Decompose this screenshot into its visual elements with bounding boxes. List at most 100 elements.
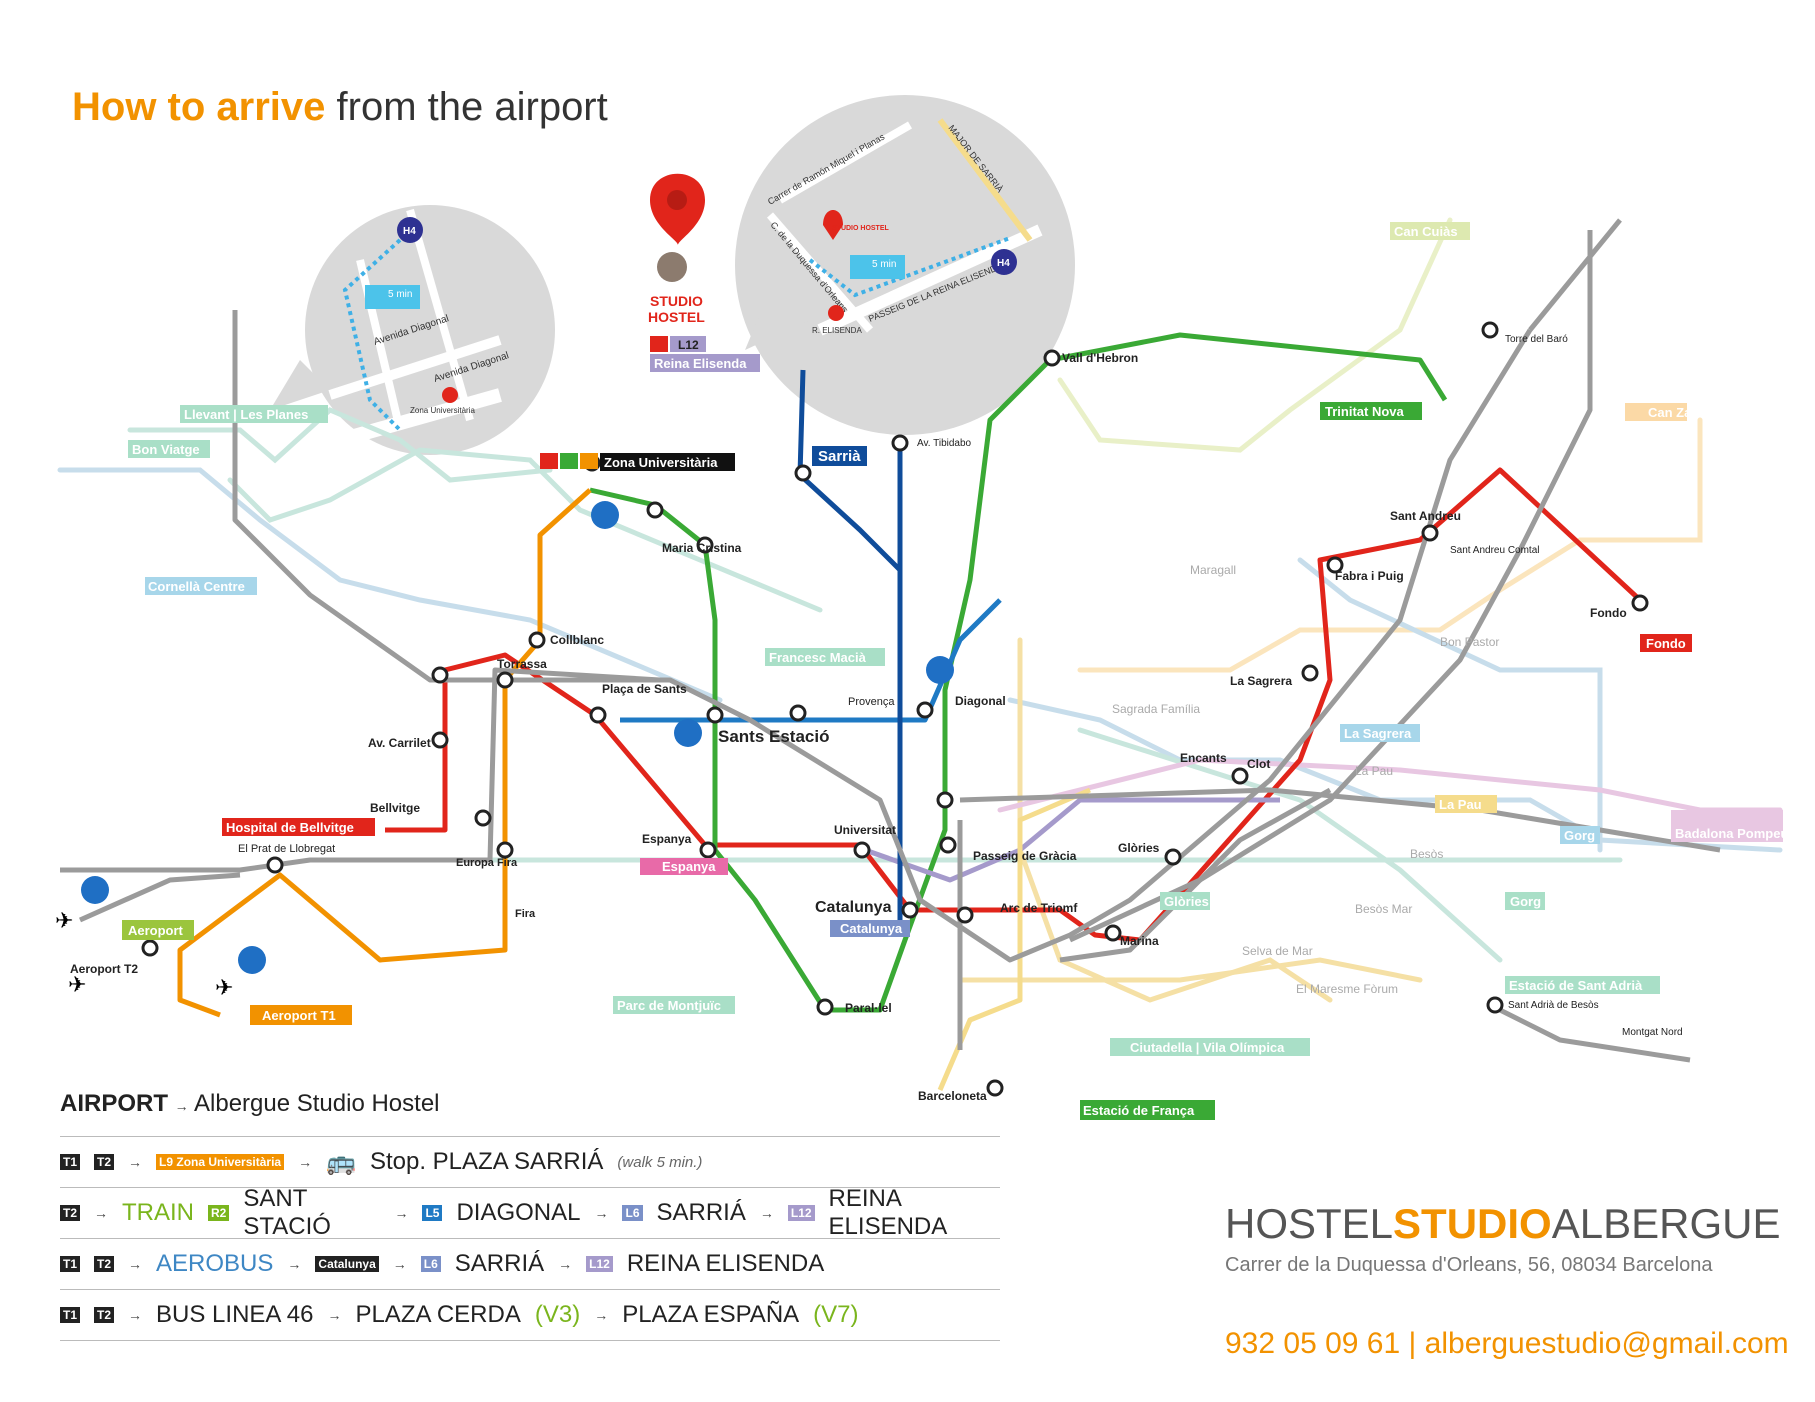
- route-step: BUS LINEA 46: [156, 1301, 314, 1328]
- terminal-badge: T2: [94, 1256, 115, 1272]
- route-row: T1 T2 → L9 Zona Universitària → 🚌 Stop. …: [60, 1136, 1000, 1187]
- label-maria-cristina: Maria Cristina: [662, 541, 742, 555]
- station-node[interactable]: [646, 501, 664, 519]
- station-node[interactable]: [936, 791, 954, 809]
- arrow-icon: →: [759, 1205, 774, 1221]
- label-fabra: Fabra i Puig: [1335, 569, 1404, 583]
- label-selva-mar: Selva de Mar: [1242, 944, 1313, 958]
- label-sant-andreu: Sant Andreu: [1390, 509, 1461, 523]
- station-node[interactable]: [1486, 996, 1504, 1014]
- station-node[interactable]: [431, 666, 449, 684]
- station-node[interactable]: [696, 536, 714, 554]
- station-node[interactable]: [474, 809, 492, 827]
- email[interactable]: alberguestudio@gmail.com: [1424, 1327, 1789, 1360]
- station-node[interactable]: [891, 434, 909, 452]
- label-glories-t: Glòries: [1164, 894, 1209, 909]
- station-node[interactable]: [1481, 321, 1499, 339]
- line-badge: L6: [420, 1256, 441, 1272]
- label-sants: Sants Estació: [718, 727, 830, 746]
- label-arc: Arc de Triomf: [1000, 901, 1078, 915]
- title-highlight: How to arrive: [72, 85, 326, 129]
- metro-icon: [828, 305, 844, 321]
- bus-icon: 🚌: [326, 1148, 356, 1176]
- label-bon-viatge: Bon Viatge: [132, 442, 200, 457]
- inset-left-bus: H4: [403, 226, 416, 237]
- label-la-sagrera: La Sagrera: [1230, 674, 1292, 688]
- station-node[interactable]: [589, 706, 607, 724]
- label-can-zam: Can Zam: [1648, 405, 1703, 420]
- label-ciutadella: Ciutadella | Vila Olímpica: [1130, 1040, 1285, 1055]
- station-node[interactable]: [789, 704, 807, 722]
- label-badalona: Badalona Pompeu Fabra: [1675, 826, 1815, 841]
- route-row: T2 → TRAIN R2 SANT STACIÓ → L5 DIAGONAL …: [60, 1185, 1000, 1240]
- station-node[interactable]: [853, 841, 871, 859]
- station-node[interactable]: [916, 701, 934, 719]
- terminal-badge: T1: [60, 1307, 81, 1323]
- station-node[interactable]: [141, 939, 159, 957]
- contact-block: HOSTELSTUDIOALBERGUE Carrer de la Duques…: [1225, 1200, 1789, 1361]
- station-node[interactable]: [956, 906, 974, 924]
- station-node[interactable]: [939, 836, 957, 854]
- line-badge: L12: [586, 1256, 613, 1272]
- label-torrassa: Torrassa: [497, 657, 547, 671]
- route-step: (V7): [813, 1301, 859, 1328]
- route-step: SANT STACIÓ: [243, 1185, 331, 1240]
- label-encants: Encants: [1180, 751, 1227, 765]
- airplane-icon: ✈: [68, 972, 86, 997]
- arrow-icon: →: [392, 1256, 407, 1272]
- hostel-pin-line1: STUDIO: [650, 293, 703, 309]
- station-node[interactable]: [1631, 594, 1649, 612]
- station-node[interactable]: [986, 1079, 1004, 1097]
- label-marina: Marina: [1120, 934, 1159, 948]
- label-sant-adria: Sant Adrià de Besòs: [1508, 1000, 1599, 1011]
- route-row: T1 T2 → AEROBUS → Catalunya → L6 SARRIÁ …: [60, 1238, 1000, 1289]
- label-espanya: Espanya: [642, 832, 692, 846]
- station-node[interactable]: [1421, 524, 1439, 542]
- terminal-badge: T2: [94, 1307, 115, 1323]
- station-node[interactable]: [1326, 556, 1344, 574]
- station-node[interactable]: [1301, 664, 1319, 682]
- inset-right-map: Carrer de Ramón Miquel i Planas C. de la…: [735, 95, 1075, 435]
- label-glories: Glòries: [1118, 841, 1160, 855]
- label-gorg: Gorg: [1510, 894, 1541, 909]
- label-estacio-franca: Estació de França: [1083, 1103, 1195, 1118]
- station-node[interactable]: [528, 631, 546, 649]
- station-node[interactable]: [1043, 349, 1061, 367]
- brand-post: ALBERGUE: [1551, 1200, 1781, 1247]
- station-node[interactable]: [266, 856, 284, 874]
- station-node[interactable]: [496, 671, 514, 689]
- label-parc-montjuic: Parc de Montjuïc: [617, 998, 721, 1013]
- pushpin-icon: [238, 946, 266, 974]
- brand-pre: HOSTEL: [1225, 1200, 1394, 1247]
- label-maresme: El Maresme Fòrum: [1296, 982, 1398, 996]
- station-node[interactable]: [1164, 848, 1182, 866]
- station-node[interactable]: [901, 901, 919, 919]
- station-node[interactable]: [816, 998, 834, 1016]
- arrow-icon: →: [128, 1256, 143, 1272]
- hostel-pin-line2: HOSTEL: [648, 309, 705, 325]
- route-step: REINA ELISENDA: [626, 1250, 825, 1277]
- label-europa: Europa Fira: [456, 857, 518, 869]
- route-step: TRAIN: [122, 1199, 195, 1226]
- label-cornella: Cornellà Centre: [148, 579, 245, 594]
- bed-icon: [657, 252, 687, 282]
- phone[interactable]: 932 05 09 61: [1225, 1327, 1401, 1360]
- routes-heading-rest: Albergue Studio Hostel: [194, 1090, 440, 1117]
- inset-right-station: R. ELISENDA: [812, 326, 862, 335]
- route-step: Stop. PLAZA SARRIÁ: [369, 1148, 604, 1175]
- station-node[interactable]: [794, 464, 812, 482]
- inset-left-station: Zona Universitària: [410, 406, 475, 415]
- station-node[interactable]: [699, 841, 717, 859]
- label-la-sagrera-l10: La Sagrera: [1344, 726, 1412, 741]
- route-step: AEROBUS: [156, 1250, 274, 1277]
- station-node[interactable]: [431, 731, 449, 749]
- inset-right-walk: 5 min: [872, 259, 896, 270]
- line-badge: L9 Zona Universitària: [156, 1154, 285, 1170]
- hostel-pin: STUDIO HOSTEL L12 Reina Elisenda: [648, 173, 760, 372]
- station-node[interactable]: [496, 841, 514, 859]
- label-espanya-l8: Espanya: [662, 859, 716, 874]
- station-node[interactable]: [1231, 767, 1249, 785]
- station-node[interactable]: [706, 706, 724, 724]
- station-node[interactable]: [1104, 924, 1122, 942]
- label-sagrada-familia: Sagrada Família: [1112, 702, 1200, 716]
